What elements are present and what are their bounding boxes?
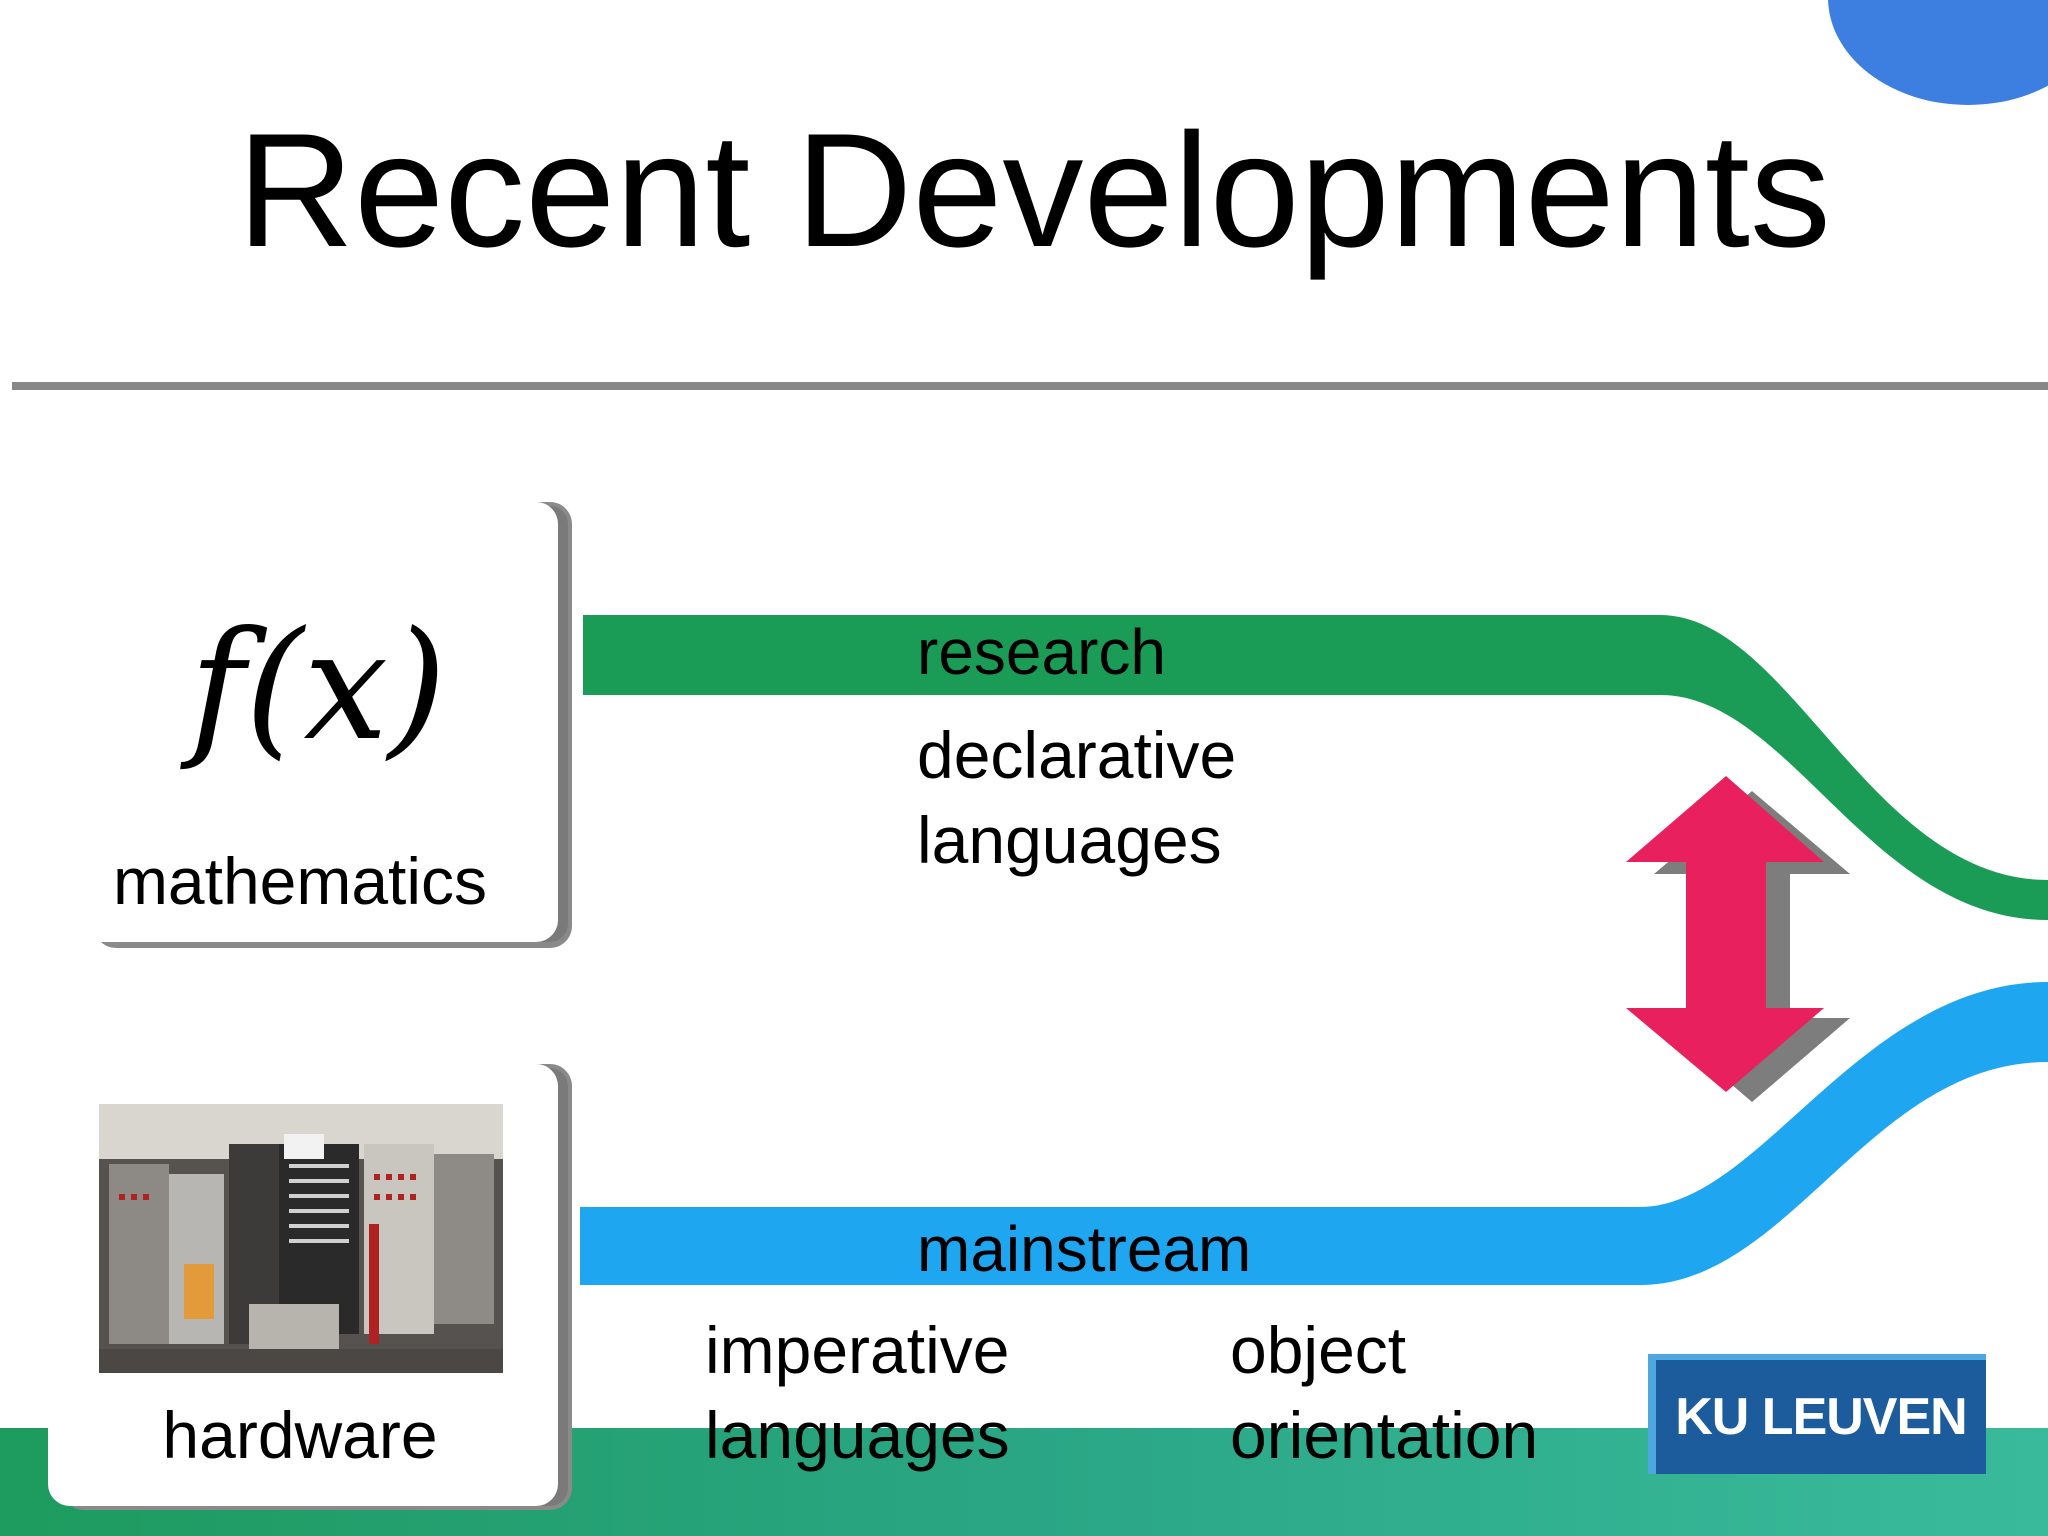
logo-text: KU LEUVEN — [1675, 1388, 1967, 1446]
declarative-line-2: languages — [917, 803, 1222, 877]
hardware-label: hardware — [162, 1398, 438, 1472]
mainstream-label: mainstream — [917, 1213, 1252, 1285]
slide-title: Recent Developments — [237, 100, 1831, 281]
declarative-languages-text: declarative languages — [917, 713, 1236, 883]
imperative-languages-text: imperative languages — [705, 1308, 1010, 1478]
mathematics-card — [80, 502, 558, 942]
declarative-line-1: declarative — [917, 718, 1237, 792]
title-divider — [12, 382, 2048, 390]
hardware-photo — [99, 1104, 503, 1373]
object-line-2: orientation — [1230, 1398, 1539, 1472]
ku-leuven-logo: KU LEUVEN — [1648, 1354, 1986, 1474]
research-label: research — [917, 616, 1166, 688]
object-line-1: object — [1230, 1313, 1407, 1387]
mainstream-flow-band — [580, 982, 2048, 1285]
double-arrow — [1626, 776, 1824, 1092]
imperative-line-1: imperative — [705, 1313, 1010, 1387]
function-formula: f(x) — [189, 600, 447, 774]
object-orientation-text: object orientation — [1230, 1308, 1538, 1478]
imperative-line-2: languages — [705, 1398, 1010, 1472]
mathematics-label: mathematics — [112, 844, 488, 918]
